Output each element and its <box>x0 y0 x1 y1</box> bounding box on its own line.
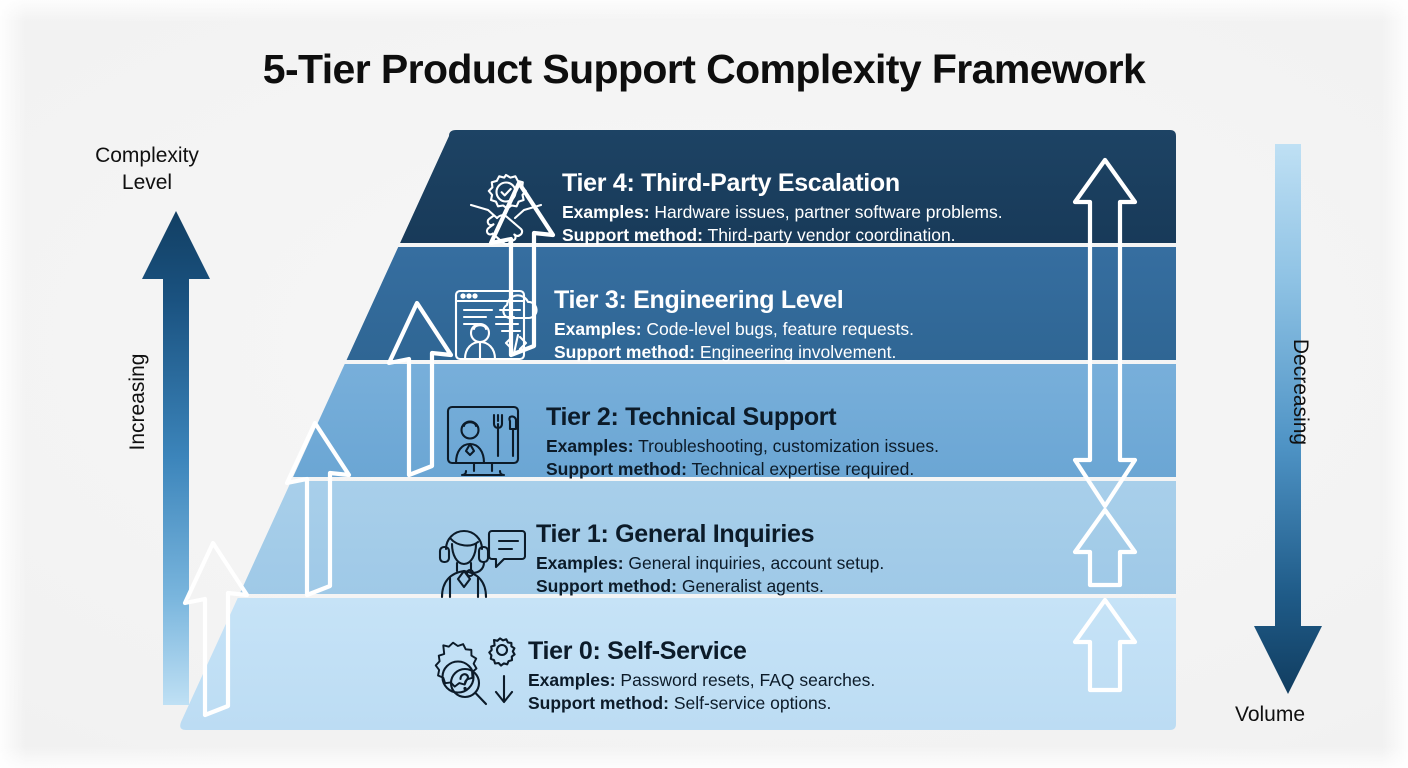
complexity-axis-title-line1: Complexity <box>95 144 199 167</box>
tier-band-3 <box>180 247 1176 360</box>
tier-band-1 <box>180 481 1176 594</box>
support-tier-pyramid <box>180 130 1176 730</box>
complexity-axis-caption: Increasing <box>126 353 149 451</box>
tier-band-0 <box>180 598 1176 730</box>
tier-flow-arrow-right <box>1072 157 1138 693</box>
complexity-up-arrow-icon <box>142 211 210 705</box>
tier-band-2 <box>180 364 1176 477</box>
complexity-axis-title: Complexity Level <box>62 142 232 196</box>
volume-down-arrow-icon <box>1254 144 1322 694</box>
complexity-axis-title-line2: Level <box>121 171 173 194</box>
page-title: 5-Tier Product Support Complexity Framew… <box>262 46 1146 92</box>
volume-axis-caption: Decreasing <box>1289 338 1312 446</box>
tier-band-4 <box>180 130 1176 243</box>
volume-axis-title: Volume <box>1234 703 1306 726</box>
